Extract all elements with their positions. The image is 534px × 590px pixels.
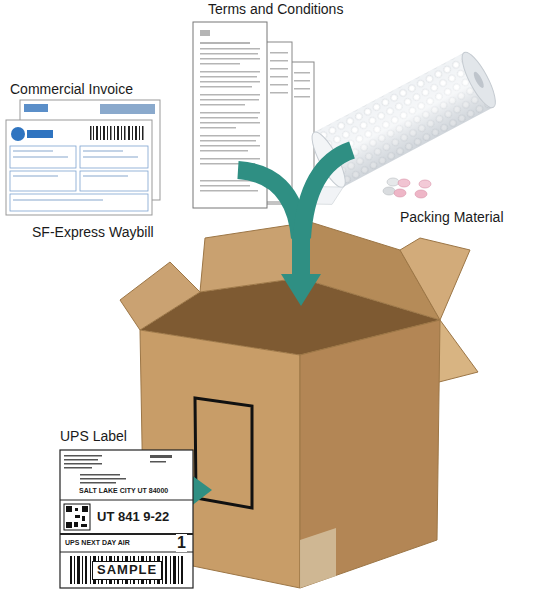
sample-stamp: SAMPLE [92,561,162,580]
item-label: Packing Material [398,209,506,225]
flow-arrow [238,150,352,306]
sf-express-waybill [6,120,152,215]
item-label: SF-Express Waybill [30,224,156,240]
routing-code: UT 841 9-22 [96,510,170,525]
item-label: Terms and Conditions [206,1,345,17]
item-label: UPS Label [58,428,129,444]
ups-label-card [60,450,193,588]
address-text: SALT LAKE CITY UT 84000 [78,487,169,495]
packing-peanuts [383,178,431,198]
item-label: Commercial Invoice [8,81,135,97]
service-name: UPS NEXT DAY AIR [64,539,131,547]
service-number: 1 [176,534,187,552]
